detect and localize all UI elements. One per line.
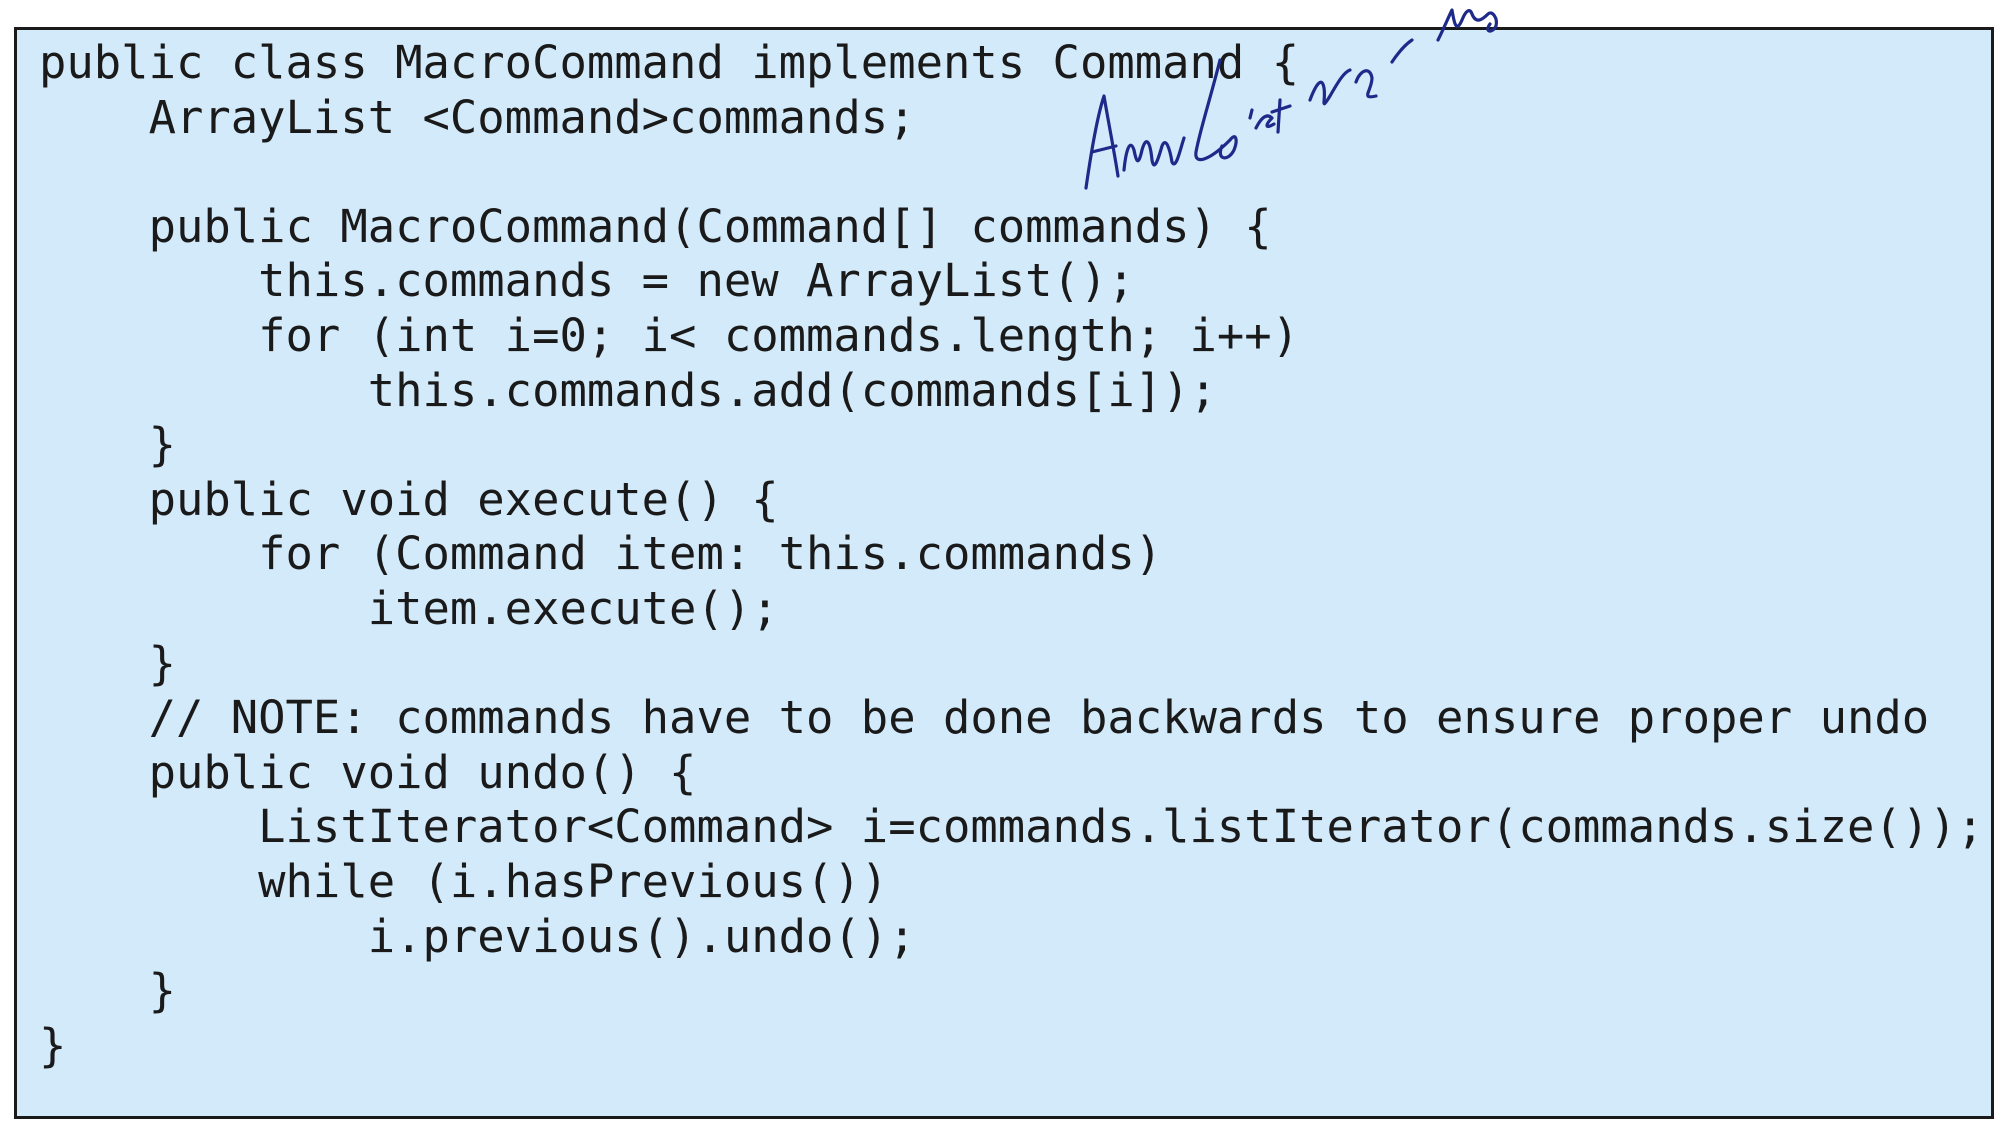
code-line-10: for (Command item: this.commands)	[39, 527, 1163, 581]
code-line-4: public MacroCommand(Command[] commands) …	[39, 199, 1272, 253]
code-line-16: while (i.hasPrevious())	[39, 854, 889, 908]
code-block: public class MacroCommand implements Com…	[39, 36, 1984, 1073]
code-line-14: public void undo() {	[39, 745, 697, 799]
code-line-12: }	[39, 636, 176, 690]
code-line-1: public class MacroCommand implements Com…	[39, 36, 1300, 89]
code-line-19: }	[39, 1018, 67, 1072]
code-line-5: this.commands = new ArrayList();	[39, 254, 1135, 308]
code-line-6: for (int i=0; i< commands.length; i++)	[39, 308, 1300, 362]
code-line-15: ListIterator<Command> i=commands.listIte…	[39, 800, 1984, 854]
code-line-7: this.commands.add(commands[i]);	[39, 363, 1217, 417]
code-line-3	[39, 145, 1984, 200]
code-line-18: }	[39, 964, 176, 1018]
code-line-17: i.previous().undo();	[39, 909, 916, 963]
code-panel: public class MacroCommand implements Com…	[14, 27, 1994, 1119]
code-line-13: // NOTE: commands have to be done backwa…	[39, 691, 1930, 745]
code-line-8: }	[39, 418, 176, 472]
code-line-11: item.execute();	[39, 581, 779, 635]
code-line-9: public void execute() {	[39, 472, 779, 526]
code-line-2: ArrayList <Command>commands;	[39, 90, 916, 144]
